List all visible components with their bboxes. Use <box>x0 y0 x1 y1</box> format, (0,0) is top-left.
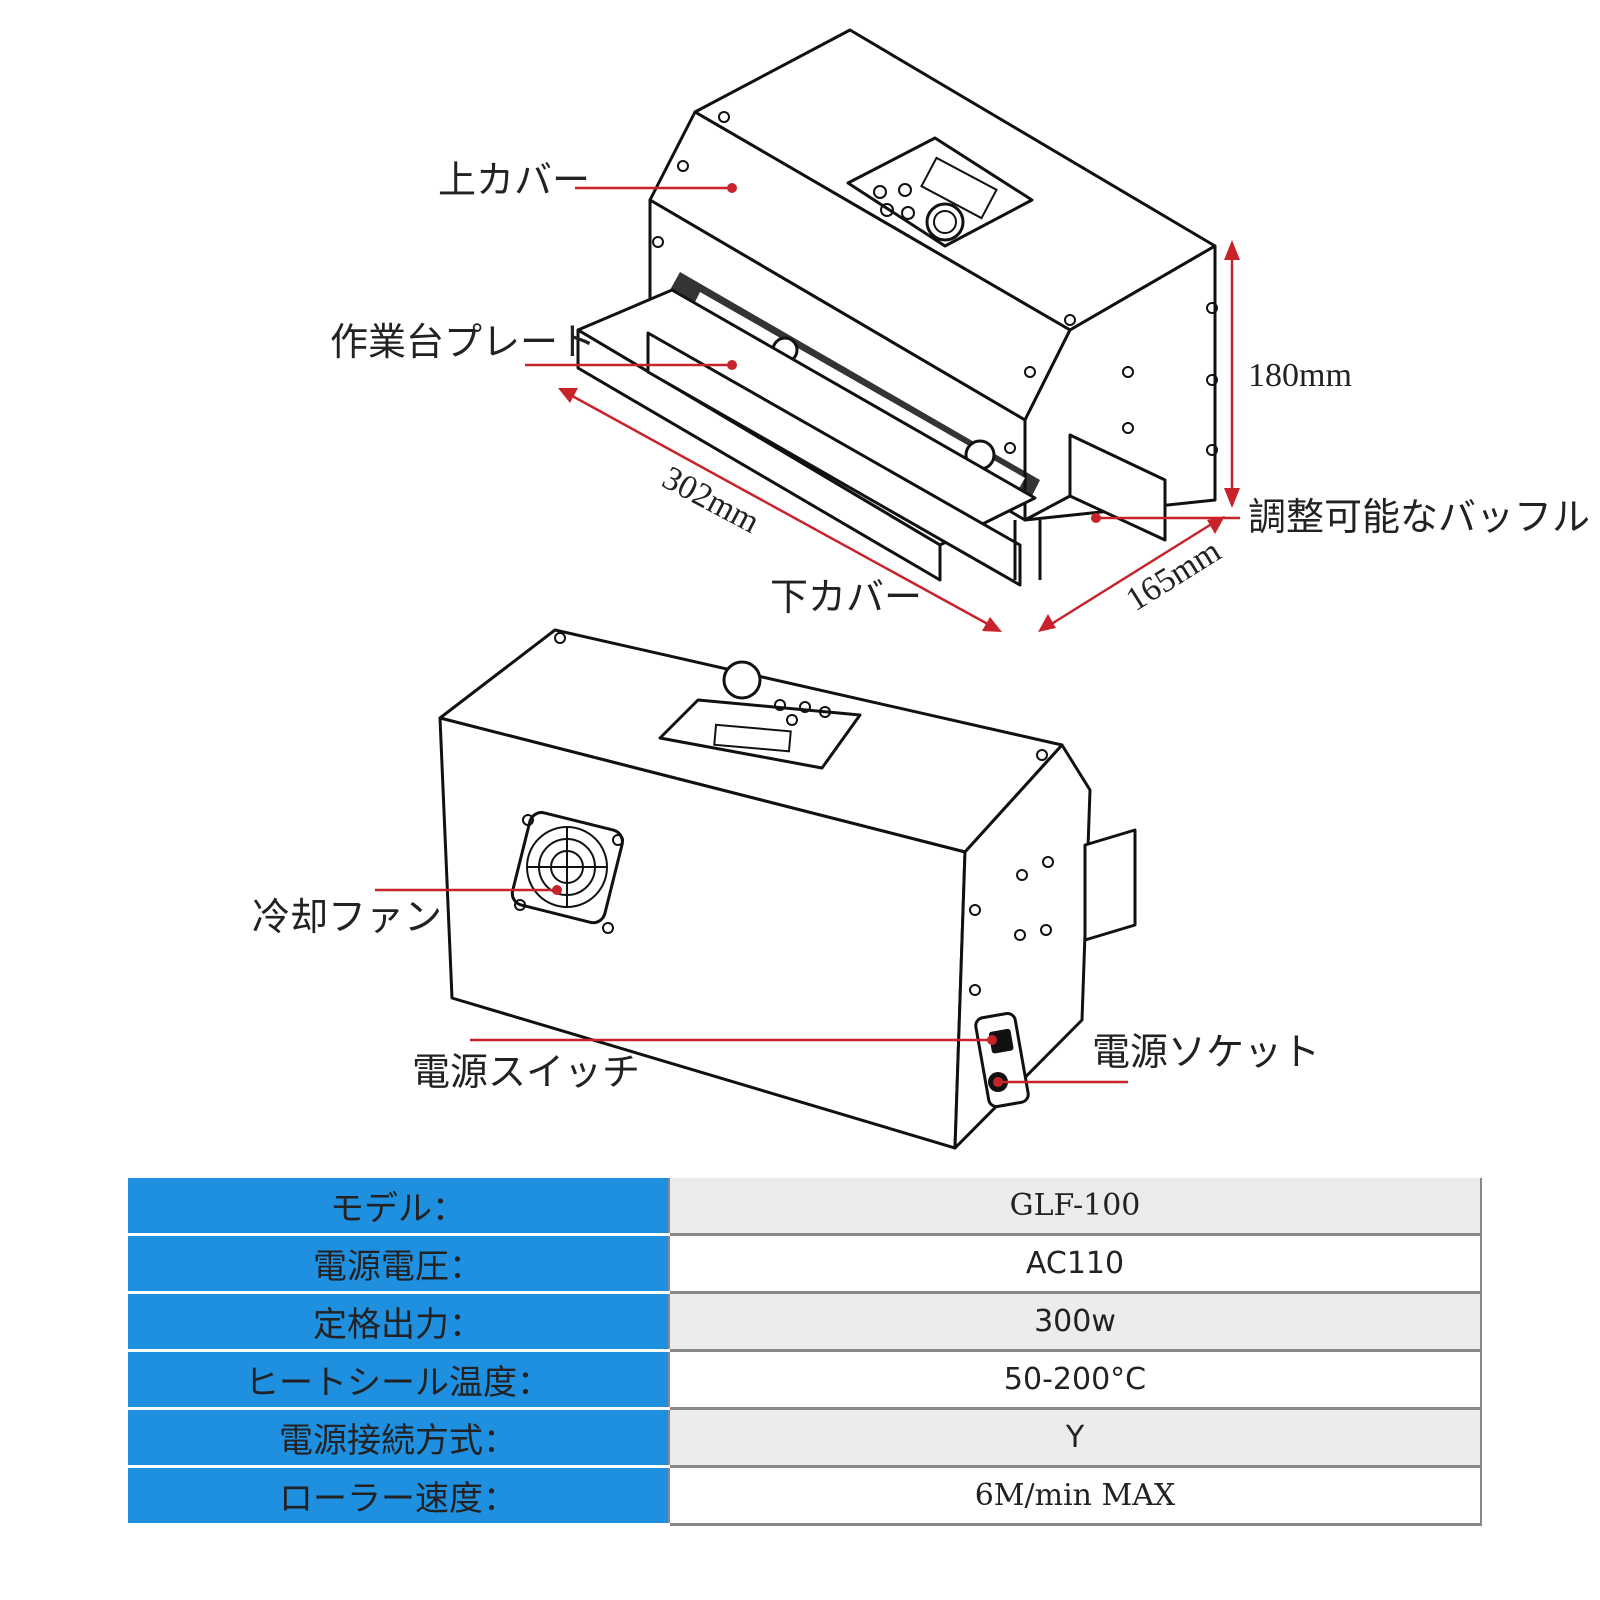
spec-row-voltage: 電源電圧： AC110 <box>128 1234 1482 1294</box>
label-adjustable-baffle: 調整可能なバッフル <box>1248 495 1590 539</box>
label-top-cover: 上カバー <box>438 158 590 202</box>
leader-top-cover <box>575 183 737 193</box>
rear-control-knob <box>722 660 762 700</box>
spec-key: 定格出力： <box>128 1292 669 1352</box>
sealer-front-view <box>576 28 1218 587</box>
spec-value: Y <box>668 1408 1482 1468</box>
spec-value: AC110 <box>668 1234 1482 1294</box>
spec-key: ローラー速度： <box>128 1466 669 1526</box>
cooling-fan-grill <box>510 811 624 934</box>
spec-row-connection: 電源接続方式： Y <box>128 1408 1482 1468</box>
spec-row-power: 定格出力： 300w <box>128 1292 1482 1352</box>
spec-value: 300w <box>668 1292 1482 1352</box>
dimension-depth-label: 165mm <box>1120 532 1228 618</box>
spec-table: モデル： GLF-100 電源電圧： AC110 定格出力： 300w ヒートシ… <box>128 1178 1482 1526</box>
spec-value: GLF-100 <box>668 1178 1482 1236</box>
spec-key: モデル： <box>128 1178 669 1236</box>
dimension-depth <box>1038 516 1225 632</box>
label-work-plate: 作業台プレート <box>330 320 596 364</box>
spec-row-roller-speed: ローラー速度： 6M/min MAX <box>128 1466 1482 1526</box>
spec-key: ヒートシール温度： <box>128 1350 669 1410</box>
spec-key: 電源電圧： <box>128 1234 669 1294</box>
leader-work-plate <box>525 360 737 370</box>
label-power-switch: 電源スイッチ <box>412 1050 640 1094</box>
control-knob <box>925 202 965 242</box>
dimension-length <box>558 388 1002 632</box>
label-bottom-cover: 下カバー <box>770 575 922 619</box>
leader-power-socket <box>993 1077 1128 1087</box>
spec-row-temperature: ヒートシール温度： 50-200°C <box>128 1350 1482 1410</box>
spec-value: 50-200°C <box>668 1350 1482 1410</box>
dimension-height-label: 180mm <box>1248 357 1352 394</box>
leader-baffle <box>1091 513 1240 523</box>
dimension-height <box>1224 240 1240 508</box>
leader-power-switch <box>470 1035 997 1045</box>
spec-row-model: モデル： GLF-100 <box>128 1178 1482 1236</box>
label-power-socket: 電源ソケット <box>1092 1030 1320 1074</box>
control-panel <box>846 136 1034 248</box>
spec-key: 電源接続方式： <box>128 1408 669 1468</box>
product-diagram: 上カバー 作業台プレート 調整可能なバッフル 下カバー 180mm 302mm … <box>252 28 1590 1150</box>
leader-cooling-fan <box>375 885 562 895</box>
rear-control-panel <box>658 698 862 770</box>
label-cooling-fan: 冷却ファン <box>252 895 442 939</box>
spec-value: 6M/min MAX <box>668 1466 1482 1526</box>
